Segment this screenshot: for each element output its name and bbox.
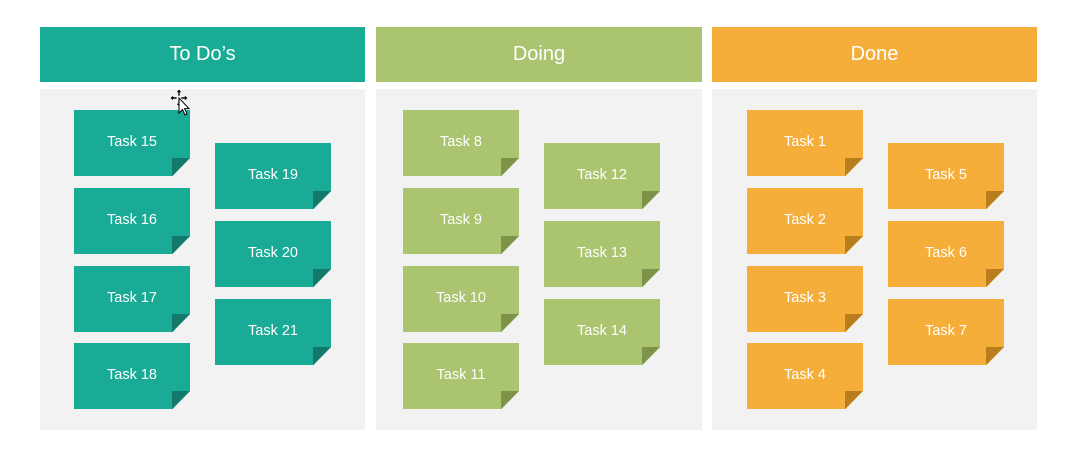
task-card[interactable]: Task 4	[747, 343, 863, 409]
corner-fold	[845, 391, 863, 409]
corner-fold	[501, 158, 519, 176]
corner-fold	[642, 269, 660, 287]
corner-fold	[845, 314, 863, 332]
task-label: Task 14	[577, 323, 627, 339]
corner-fold	[986, 347, 1004, 365]
task-label: Task 4	[784, 367, 826, 383]
column-header-done: Done	[712, 27, 1037, 82]
corner-fold	[642, 347, 660, 365]
corner-fold	[845, 158, 863, 176]
task-label: Task 3	[784, 290, 826, 306]
task-label: Task 10	[436, 290, 486, 306]
task-label: Task 11	[436, 367, 486, 383]
task-card[interactable]: Task 10	[403, 266, 519, 332]
task-card[interactable]: Task 3	[747, 266, 863, 332]
column-title: Done	[850, 43, 899, 65]
task-card[interactable]: Task 20	[215, 221, 331, 287]
task-card[interactable]: Task 6	[888, 221, 1004, 287]
task-label: Task 21	[248, 323, 298, 339]
task-card[interactable]: Task 11	[403, 343, 519, 409]
task-label: Task 15	[107, 134, 157, 150]
task-card[interactable]: Task 7	[888, 299, 1004, 365]
corner-fold	[172, 158, 190, 176]
column-title: Doing	[512, 43, 566, 65]
task-label: Task 2	[784, 212, 826, 228]
task-card[interactable]: Task 21	[215, 299, 331, 365]
corner-fold	[172, 236, 190, 254]
corner-fold	[172, 314, 190, 332]
task-label: Task 6	[925, 245, 967, 261]
corner-fold	[501, 236, 519, 254]
task-label: Task 8	[440, 134, 482, 150]
task-label: Task 9	[440, 212, 482, 228]
task-card[interactable]: Task 1	[747, 110, 863, 176]
move-cursor-icon	[170, 89, 191, 116]
task-card[interactable]: Task 18	[74, 343, 190, 409]
corner-fold	[986, 269, 1004, 287]
corner-fold	[642, 191, 660, 209]
task-label: Task 18	[107, 367, 157, 383]
column-body-doing: Task 8 Task 9 Task 10 Task 11 Task 12 Ta…	[376, 89, 702, 430]
column-done: Done Task 1 Task 2 Task 3 Task 4 Task 5 …	[712, 27, 1037, 430]
corner-fold	[172, 391, 190, 409]
corner-fold	[501, 391, 519, 409]
task-card[interactable]: Task 8	[403, 110, 519, 176]
column-header-doing: Doing	[376, 27, 702, 82]
task-card[interactable]: Task 5	[888, 143, 1004, 209]
corner-fold	[501, 314, 519, 332]
task-card[interactable]: Task 9	[403, 188, 519, 254]
task-label: Task 1	[784, 134, 826, 150]
task-card[interactable]: Task 14	[544, 299, 660, 365]
corner-fold	[313, 347, 331, 365]
corner-fold	[986, 191, 1004, 209]
column-header-todo: To Do’s	[40, 27, 365, 82]
column-body-done: Task 1 Task 2 Task 3 Task 4 Task 5 Task …	[712, 89, 1037, 430]
task-label: Task 13	[577, 245, 627, 261]
task-card[interactable]: Task 12	[544, 143, 660, 209]
task-label: Task 5	[925, 167, 967, 183]
task-card[interactable]: Task 15	[74, 110, 190, 176]
task-label: Task 17	[107, 290, 157, 306]
corner-fold	[313, 191, 331, 209]
task-card[interactable]: Task 19	[215, 143, 331, 209]
corner-fold	[313, 269, 331, 287]
column-title: To Do’s	[169, 43, 236, 65]
task-label: Task 7	[925, 323, 967, 339]
column-todo: To Do’s Task 15 Task 16 Task 17 Task 18 …	[40, 27, 365, 430]
corner-fold	[845, 236, 863, 254]
task-card[interactable]: Task 16	[74, 188, 190, 254]
task-label: Task 16	[107, 212, 157, 228]
task-label: Task 12	[577, 167, 627, 183]
task-card[interactable]: Task 2	[747, 188, 863, 254]
task-card[interactable]: Task 17	[74, 266, 190, 332]
column-body-todo: Task 15 Task 16 Task 17 Task 18 Task 19 …	[40, 89, 365, 430]
task-card[interactable]: Task 13	[544, 221, 660, 287]
column-doing: Doing Task 8 Task 9 Task 10 Task 11 Task…	[376, 27, 702, 430]
task-label: Task 19	[248, 167, 298, 183]
task-label: Task 20	[248, 245, 298, 261]
